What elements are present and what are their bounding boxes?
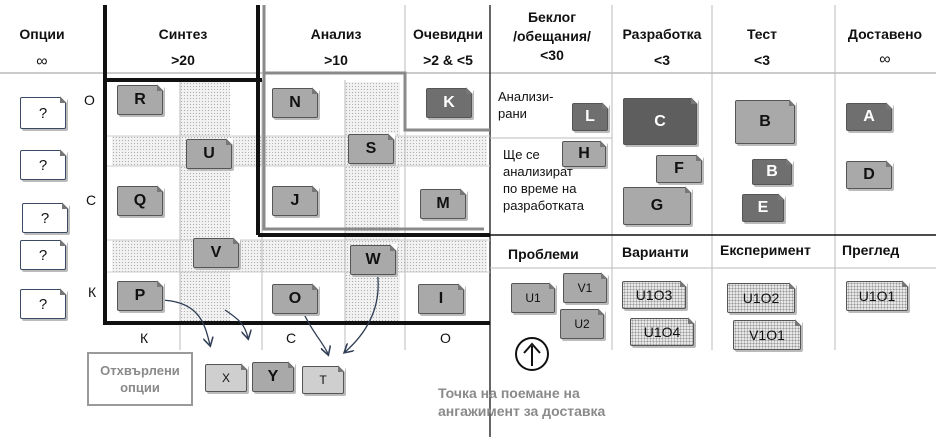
backlog-later-line-1: Ще се bbox=[503, 147, 540, 162]
header-synthesis: Синтез >20 bbox=[108, 24, 258, 70]
header-delivered: Доставено ∞ bbox=[835, 24, 935, 70]
commitment-point-caption: Точка на поемане на ангажимент за достав… bbox=[438, 384, 605, 420]
backlog-later-line-4: разработката bbox=[503, 198, 585, 213]
header-backlog-title-1: Беклог bbox=[527, 9, 577, 25]
card-p[interactable]: P bbox=[117, 280, 164, 311]
stipple-band-row-1 bbox=[112, 136, 487, 166]
header-backlog-limit: <30 bbox=[540, 47, 564, 63]
header-development-limit: <3 bbox=[654, 52, 670, 68]
header-obvious: Очевидни >2 & <5 bbox=[406, 24, 490, 70]
card-c[interactable]: C bbox=[623, 97, 698, 145]
card-b-1[interactable]: B bbox=[735, 99, 796, 144]
row-label-o: О bbox=[84, 92, 95, 108]
row-label-c: С bbox=[86, 192, 97, 208]
card-d[interactable]: D bbox=[846, 160, 893, 189]
rejected-options-label: Отхвърлени опции bbox=[87, 352, 193, 406]
card-h[interactable]: H bbox=[562, 140, 607, 167]
option-card-4[interactable]: ? bbox=[20, 239, 67, 270]
card-y[interactable]: Y bbox=[252, 361, 295, 392]
option-card-3[interactable]: ? bbox=[22, 202, 69, 233]
header-development-title: Разработка bbox=[622, 26, 702, 42]
section-experiment: Експеримент bbox=[720, 242, 811, 258]
stipple-band-col-2 bbox=[345, 82, 400, 322]
header-analysis-title: Анализ bbox=[310, 26, 362, 42]
card-w[interactable]: W bbox=[350, 244, 397, 275]
header-backlog-title-2: /обещания/ bbox=[513, 28, 591, 44]
col-label-k: К bbox=[140, 330, 149, 346]
backlog-analyzed-text: Анализи- рани bbox=[498, 88, 553, 122]
backlog-analyzed-line-1: Анализи- bbox=[498, 89, 554, 104]
card-m[interactable]: M bbox=[420, 188, 467, 219]
card-x[interactable]: X bbox=[205, 363, 248, 392]
card-o[interactable]: O bbox=[272, 283, 319, 314]
row-label-k: К bbox=[88, 284, 97, 300]
commitment-line-1: Точка на поемане на bbox=[438, 385, 580, 401]
card-v1[interactable]: V1 bbox=[563, 272, 608, 303]
backlog-analyzed-line-2: рани bbox=[498, 106, 527, 121]
header-backlog: Беклог /обещания/ <30 bbox=[492, 8, 612, 65]
card-r[interactable]: R bbox=[117, 84, 164, 115]
card-v1o1[interactable]: V1O1 bbox=[733, 319, 802, 350]
stipple-band-row-2 bbox=[112, 240, 487, 272]
commitment-point-icon bbox=[516, 338, 548, 370]
backlog-later-text: Ще се анализират по време на разработкат… bbox=[503, 146, 584, 214]
card-b-2[interactable]: B bbox=[752, 158, 793, 185]
header-test-limit: <3 bbox=[754, 52, 770, 68]
backlog-later-line-3: по време на bbox=[503, 181, 577, 196]
card-t[interactable]: T bbox=[302, 365, 345, 394]
card-s[interactable]: S bbox=[348, 133, 395, 164]
card-q[interactable]: Q bbox=[117, 185, 164, 216]
card-f[interactable]: F bbox=[656, 154, 703, 183]
card-v[interactable]: V bbox=[193, 237, 240, 268]
header-analysis-limit: >10 bbox=[324, 52, 348, 68]
commitment-line-2: ангажимент за доставка bbox=[438, 403, 606, 419]
header-analysis: Анализ >10 bbox=[266, 24, 406, 70]
card-u1[interactable]: U1 bbox=[511, 282, 556, 313]
section-variants: Варианти bbox=[622, 244, 689, 260]
rejected-label-line-1: Отхвърлени bbox=[100, 363, 180, 378]
card-n[interactable]: N bbox=[272, 87, 319, 118]
header-delivered-limit: ∞ bbox=[879, 51, 891, 68]
card-u2[interactable]: U2 bbox=[560, 308, 605, 339]
col-label-o: О bbox=[440, 330, 451, 346]
header-options-limit: ∞ bbox=[36, 53, 48, 70]
option-card-1[interactable]: ? bbox=[20, 96, 67, 129]
header-options: Опции ∞ bbox=[0, 24, 84, 72]
backlog-later-line-2: анализират bbox=[503, 164, 573, 179]
stipple-band-col-1 bbox=[180, 82, 230, 322]
section-review: Преглед bbox=[842, 242, 900, 258]
header-delivered-title: Доставено bbox=[847, 26, 923, 42]
header-test: Тест <3 bbox=[712, 24, 812, 70]
card-i[interactable]: I bbox=[418, 283, 465, 314]
header-synthesis-limit: >20 bbox=[171, 52, 195, 68]
col-label-c: С bbox=[286, 330, 297, 346]
header-test-title: Тест bbox=[746, 26, 778, 42]
header-options-title: Опции bbox=[19, 26, 65, 42]
card-u[interactable]: U bbox=[186, 138, 233, 169]
card-u1o1[interactable]: U1O1 bbox=[846, 280, 909, 311]
section-problems: Проблеми bbox=[508, 246, 579, 262]
card-k[interactable]: K bbox=[426, 87, 473, 118]
card-u1o3[interactable]: U1O3 bbox=[622, 280, 687, 309]
option-card-5[interactable]: ? bbox=[20, 288, 67, 319]
card-a[interactable]: A bbox=[846, 102, 893, 131]
header-obvious-limit: >2 & <5 bbox=[423, 52, 473, 68]
header-development: Разработка <3 bbox=[612, 24, 712, 70]
card-u1o4[interactable]: U1O4 bbox=[630, 317, 695, 346]
header-synthesis-title: Синтез bbox=[158, 26, 208, 42]
card-e[interactable]: E bbox=[742, 193, 785, 222]
header-obvious-title: Очевидни bbox=[413, 26, 483, 42]
card-g[interactable]: G bbox=[623, 186, 692, 225]
card-j[interactable]: J bbox=[272, 185, 319, 216]
card-u1o2[interactable]: U1O2 bbox=[727, 282, 796, 313]
card-l[interactable]: L bbox=[572, 102, 609, 131]
option-card-2[interactable]: ? bbox=[20, 149, 67, 180]
rejected-label-line-2: опции bbox=[120, 380, 160, 395]
